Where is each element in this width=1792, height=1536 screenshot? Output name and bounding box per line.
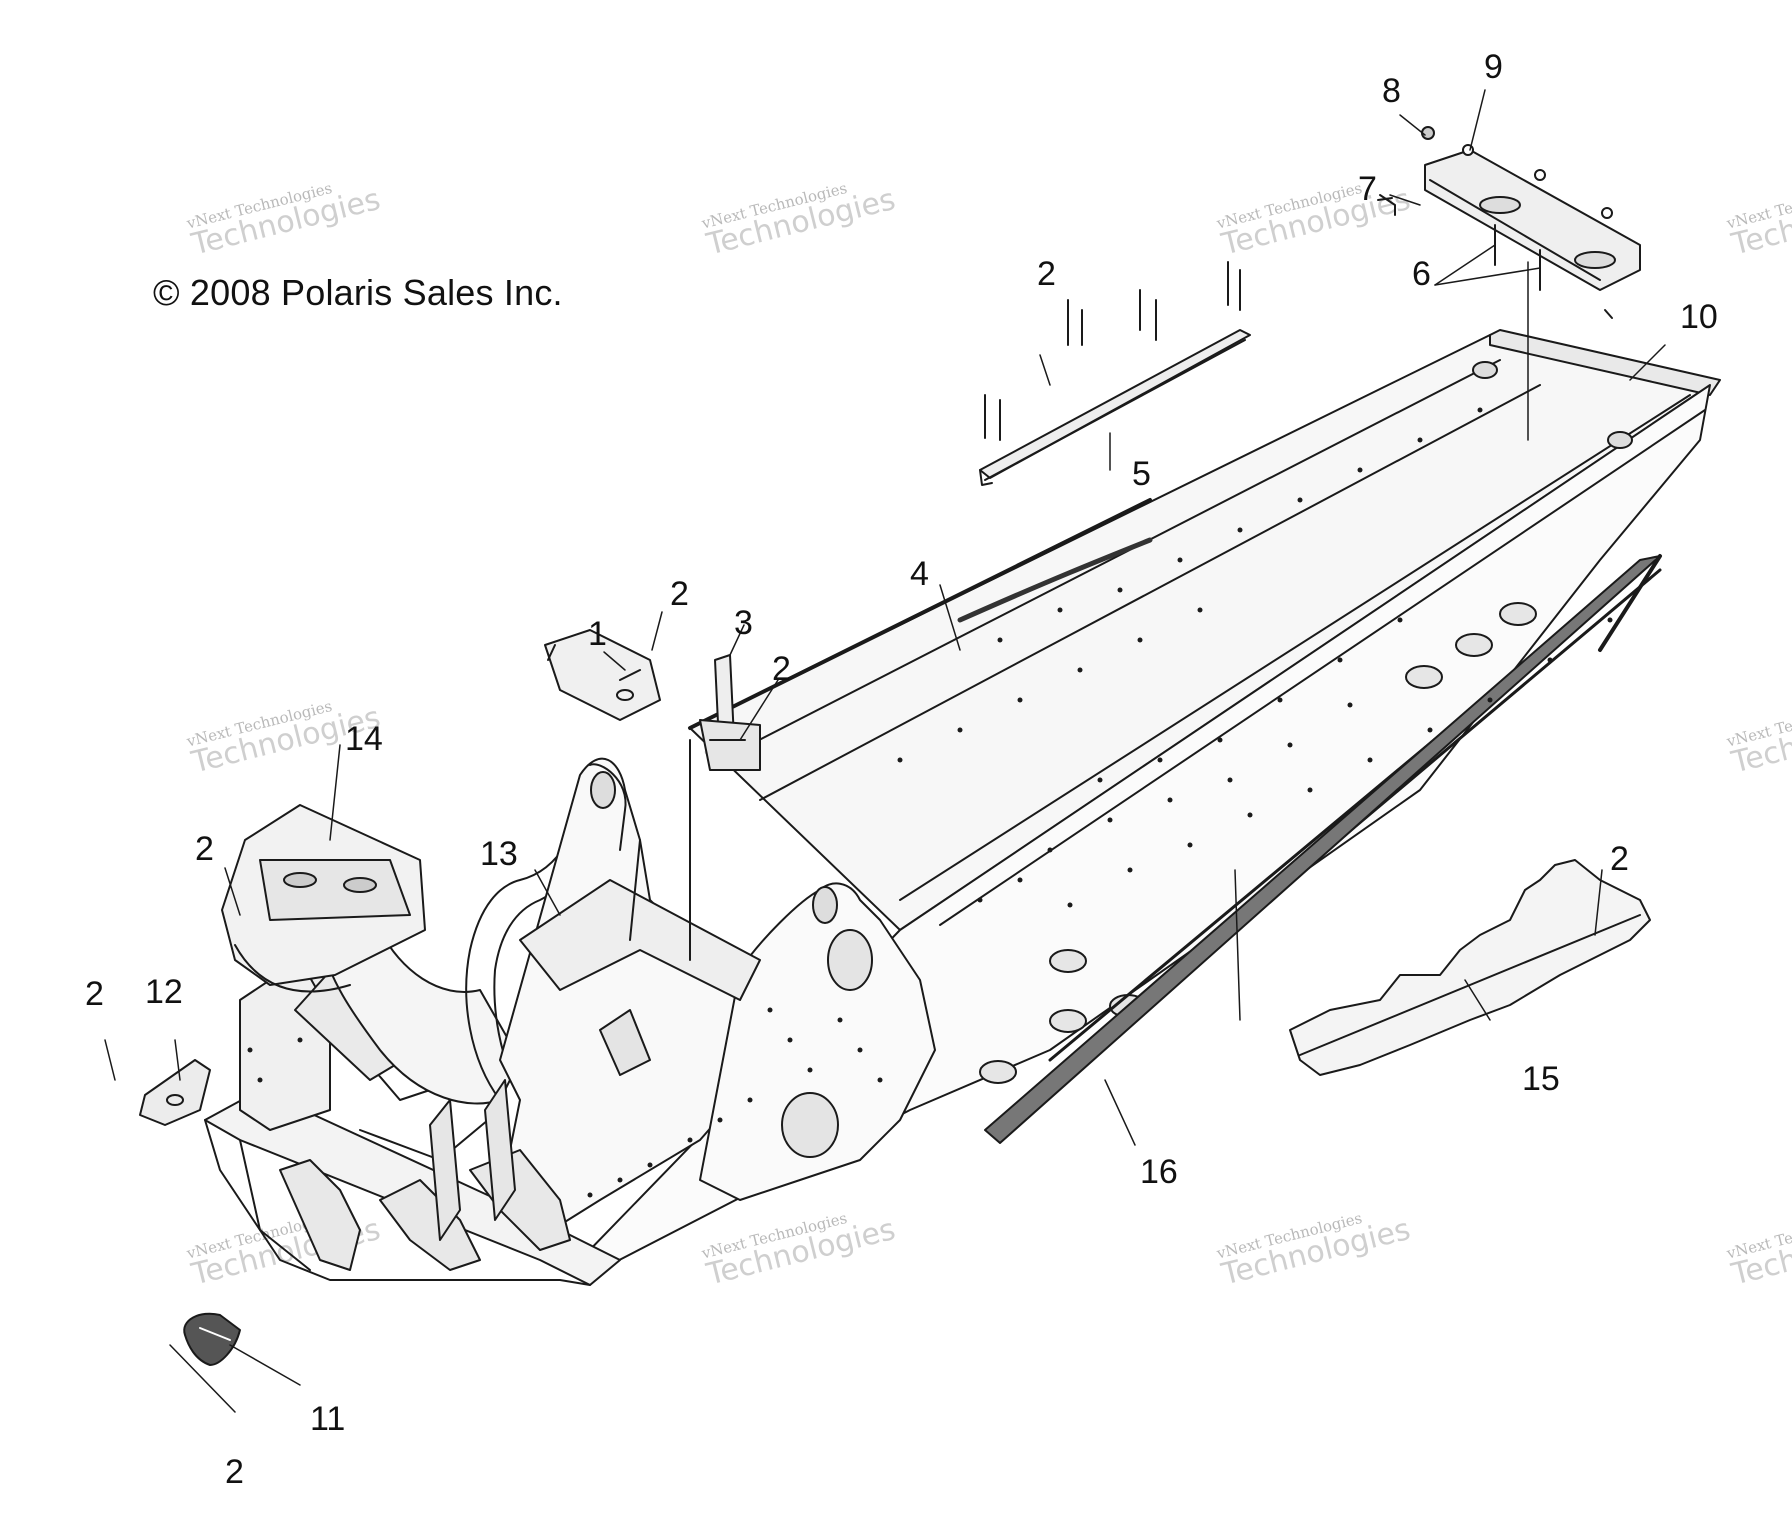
- part-12-bracket: [139, 1059, 211, 1126]
- leader-lines: [104, 89, 1666, 1413]
- callout-11: 11: [310, 1400, 345, 1438]
- callout-2: 2: [85, 975, 104, 1013]
- part-5-rail: [979, 261, 1251, 486]
- callout-13: 13: [480, 835, 518, 873]
- callout-12: 12: [145, 973, 183, 1011]
- callout-9: 9: [1484, 48, 1503, 86]
- callout-2: 2: [1610, 840, 1629, 878]
- callout-1: 1: [588, 615, 607, 653]
- callout-6: 6: [1412, 255, 1431, 293]
- part-15-guard: [1289, 859, 1651, 1076]
- callout-5: 5: [1132, 455, 1151, 493]
- callout-16: 16: [1140, 1153, 1178, 1191]
- callout-2: 2: [1037, 255, 1056, 293]
- callout-7: 7: [1358, 170, 1377, 208]
- part-9-rear-bracket: [1377, 126, 1641, 441]
- callout-14: 14: [345, 720, 383, 758]
- callout-2: 2: [772, 650, 791, 688]
- callout-8: 8: [1382, 72, 1401, 110]
- part-14-bracket: [221, 804, 426, 993]
- callout-2: 2: [195, 830, 214, 868]
- callout-10: 10: [1680, 298, 1718, 336]
- callout-3: 3: [734, 604, 753, 642]
- callout-15: 15: [1522, 1060, 1560, 1098]
- callout-2: 2: [670, 575, 689, 613]
- callout-4: 4: [910, 555, 929, 593]
- copyright-notice: © 2008 Polaris Sales Inc.: [153, 272, 563, 313]
- callouts: 1 2 2 2 2 2 2 2 3 4 5 6 7 8 9 10 11 12 1…: [85, 48, 1718, 1491]
- part-11-cap: [183, 1312, 241, 1366]
- callout-2: 2: [225, 1453, 244, 1491]
- part-1-bracket: [544, 629, 661, 721]
